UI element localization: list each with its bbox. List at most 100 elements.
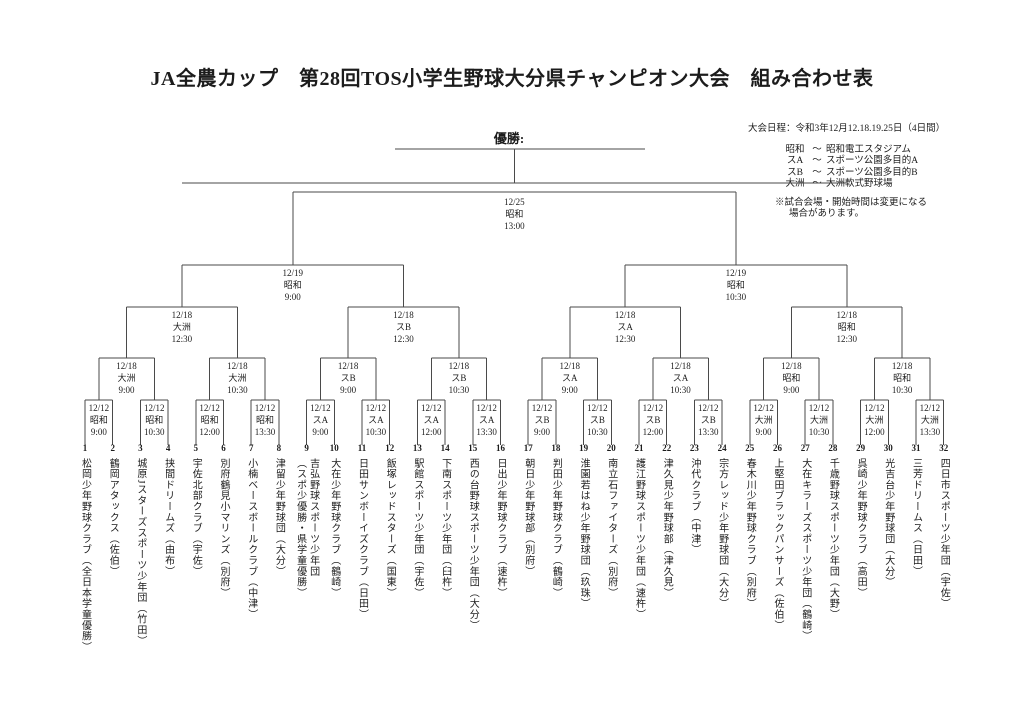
match-date: 12/18 [116, 361, 137, 371]
match-time: 10:30 [365, 427, 387, 437]
venue-abbr: スA [786, 156, 804, 166]
match-time: 10:30 [725, 292, 747, 302]
match-time: 12:00 [199, 427, 220, 437]
team-number-11: 11 [357, 443, 367, 453]
match-label-round1-12: 12/12 スB 13:30 [698, 402, 719, 438]
match-venue: 昭和 [782, 373, 801, 383]
match-venue: スB [396, 322, 412, 332]
team-number-6: 6 [221, 443, 226, 453]
team-number-7: 7 [248, 443, 254, 453]
team-number-22: 22 [662, 443, 672, 453]
match-time: 12:30 [393, 334, 414, 344]
team-name-text: 宗方レッド少年野球団（大分） [716, 458, 728, 610]
champion-label: 優勝: [493, 131, 525, 146]
match-date: 12/18 [781, 361, 802, 371]
team-name-text: 春木川少年野球クラブ（別府） [744, 458, 756, 610]
team-number-13: 13 [412, 443, 422, 453]
match-date: 12/12 [697, 403, 719, 413]
match-date: 12/12 [143, 403, 165, 413]
match-date: 12/18 [227, 361, 248, 371]
match-venue: スB [589, 415, 605, 425]
match-date: 12/18 [337, 361, 359, 371]
match-venue: スB [700, 415, 716, 425]
match-date: 12/12 [476, 403, 497, 413]
match-time: 10:30 [891, 385, 913, 395]
team-name-text: 護江野球スポーツ少年団（速杵） [633, 458, 645, 620]
match-venue: 大洲 [865, 415, 884, 425]
team-name-18: 判田少年野球クラブ（鶴崎） [549, 458, 562, 716]
team-name-text: 城原Jスターズスポーツ少年団（竹田） [134, 458, 146, 647]
team-number-10: 10 [329, 443, 339, 453]
match-label-semifinal-1: 12/19 昭和 9:00 [282, 267, 303, 303]
match-time: 13:30 [919, 427, 941, 437]
match-venue: 昭和 [145, 415, 164, 425]
team-number-26: 26 [773, 443, 782, 453]
team-number-2: 2 [110, 443, 115, 453]
match-time: 9:00 [312, 427, 329, 437]
venue-legend-row-2: スA ～ スポーツ公園多目的A [782, 156, 1018, 168]
venue-separator: ～ [812, 156, 822, 166]
match-venue: スA [312, 415, 329, 425]
team-name-6: 別府鶴見小マリンズ（別府） [217, 458, 230, 716]
team-name-17: 朝日少年野球部（別府） [522, 458, 535, 716]
match-date: 12/18 [614, 310, 636, 320]
team-name-text: 呉崎少年野球クラブ（高田） [855, 458, 867, 599]
team-name-text: 駅館スポーツ少年団（宇佐） [411, 458, 423, 599]
team-name-9: 吉弘野球スポーツ少年団（スポ少優勝・県学童優勝） [294, 458, 320, 716]
team-name-4: 挟間ドリームズ（由布） [162, 458, 175, 716]
tournament-title: JA全農カップ 第28回TOS小学生野球大分県チャンピオン大会 組み合わせ表 [150, 68, 874, 90]
match-time: 10:30 [808, 427, 830, 437]
match-venue: 昭和 [726, 280, 745, 290]
match-venue: 大洲 [117, 373, 136, 383]
team-name-text: 下南スポーツ少年団（臼杵） [439, 458, 451, 599]
team-number-31: 31 [911, 443, 921, 453]
team-number-19: 19 [579, 443, 589, 453]
match-venue: 大洲 [228, 373, 247, 383]
team-name-text: 朝日少年野球部（別府） [522, 458, 534, 577]
match-time: 13:30 [697, 427, 719, 437]
match-date: 12/18 [171, 310, 193, 320]
match-venue: スA [423, 415, 439, 425]
venue-abbr: 昭和 [785, 144, 805, 155]
match-date: 12/18 [393, 310, 414, 320]
team-name-27: 大在キラーズスポーツ少年団（鶴崎） [799, 458, 812, 716]
match-date: 12/18 [836, 310, 858, 320]
match-time: 10:30 [587, 427, 608, 437]
team-name-31: 三芳ドリームス（日田） [910, 458, 923, 716]
match-date: 12/19 [282, 268, 304, 278]
match-date: 12/12 [88, 403, 110, 413]
team-name-11: 日田サンボーイズクラブ（日田） [356, 458, 369, 716]
note-line-2: 場合があります。 [789, 209, 865, 219]
team-name-20: 南立石ファイターズ（別府） [605, 458, 618, 716]
match-date: 12/12 [587, 403, 608, 413]
team-name-text: 淮園若はね少年野球団（玖珠） [578, 458, 590, 610]
team-name-5: 宇佐北部クラブ（宇佐） [189, 458, 202, 716]
match-date: 12/12 [420, 403, 442, 413]
venue-separator: ～ [812, 144, 822, 155]
team-name-10: 大在少年野球クラブ（鶴崎） [328, 458, 341, 716]
team-number-29: 29 [856, 443, 866, 453]
match-date: 12/18 [670, 361, 691, 371]
team-name-21: 護江野球スポーツ少年団（速杵） [633, 458, 646, 716]
match-time: 12:30 [614, 334, 636, 344]
match-label-round1-10: 12/12 スB 10:30 [587, 402, 608, 438]
team-name-14: 下南スポーツ少年団（臼杵） [439, 458, 452, 716]
match-venue: 昭和 [283, 280, 302, 290]
venue-name: スポーツ公園多目的A [826, 156, 919, 166]
team-number-24: 24 [717, 443, 727, 453]
team-name-12: 飯塚レッドスターズ（国東） [383, 458, 396, 716]
team-number-15: 15 [468, 443, 478, 453]
team-name-30: 光吉台少年野球団（大分） [882, 458, 895, 716]
match-time: 9:00 [284, 292, 301, 302]
team-name-3: 城原Jスターズスポーツ少年団（竹田） [134, 458, 147, 716]
match-venue: 昭和 [505, 209, 524, 219]
